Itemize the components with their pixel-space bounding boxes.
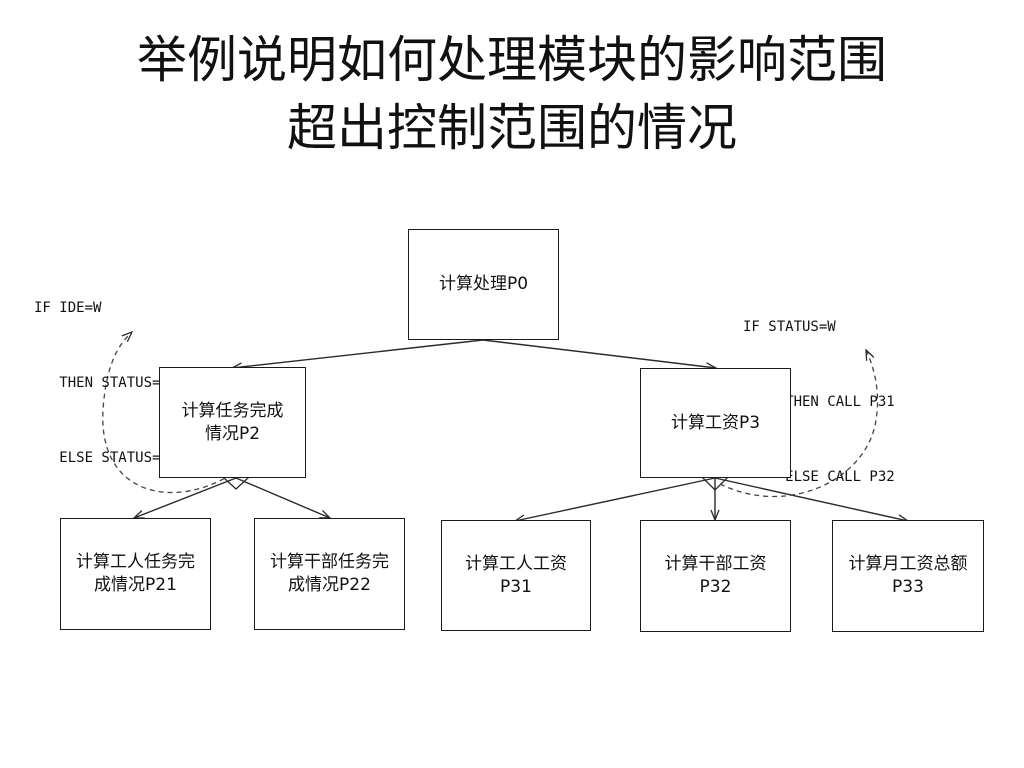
module-label: 成情况P21: [94, 575, 177, 595]
dashed-influence-curve-left: [102, 332, 233, 494]
module-label: P32: [699, 577, 732, 597]
module-label: P31: [500, 576, 532, 597]
annotation-right-line-2: THEN CALL P31: [743, 394, 895, 410]
slide-title-line-2: 超出控制范围的情况: [287, 99, 737, 157]
module-box-p21: 计算工人任务完 成情况P21: [60, 518, 211, 630]
edge-p3-p33: [714, 477, 908, 521]
module-label: P33: [892, 577, 924, 597]
annotation-left-line-1: IF IDE=W: [34, 300, 102, 316]
module-label: 计算任务完成: [181, 400, 284, 421]
edge-p3-p31: [515, 477, 716, 521]
module-box-p3: 计算工资P3: [640, 368, 791, 478]
edge-p0-p3: [482, 339, 716, 368]
module-box-p31: 计算工人工资 P31: [441, 520, 591, 631]
module-box-p33: 计算月工资总额 P33: [832, 520, 984, 632]
annotation-right-line-3: ELSE CALL P32: [743, 469, 895, 485]
module-label: 计算工人工资: [465, 553, 567, 574]
module-box-p32: 计算干部工资 P32: [640, 520, 791, 632]
module-label: 情况P2: [204, 423, 261, 444]
module-box-p2: 计算任务完成 情况P2: [159, 367, 306, 478]
module-label: 计算干部工资: [664, 554, 767, 574]
module-box-p0: 计算处理P0: [408, 229, 559, 340]
module-label: 计算处理P0: [438, 274, 529, 294]
module-label: 计算工人任务完: [76, 552, 195, 572]
module-label: 计算干部任务完: [270, 552, 389, 572]
annotation-right-line-1: IF STATUS=W: [743, 319, 836, 335]
edge-p0-p2: [232, 339, 484, 368]
slide-title-line-1: 举例说明如何处理模块的影响范围: [137, 31, 887, 89]
module-label: 计算工资P3: [670, 412, 761, 433]
module-box-p22: 计算干部任务完 成情况P22: [254, 518, 405, 630]
module-label: 计算月工资总额: [848, 554, 968, 574]
dashed-influence-curve-right: [719, 350, 879, 498]
edge-p2-p22: [235, 477, 330, 518]
module-label: 成情况P22: [288, 575, 371, 595]
edge-p2-p21: [134, 477, 237, 518]
annotation-right: IF STATUS=W THEN CALL P31 ELSE CALL P32: [743, 265, 895, 540]
